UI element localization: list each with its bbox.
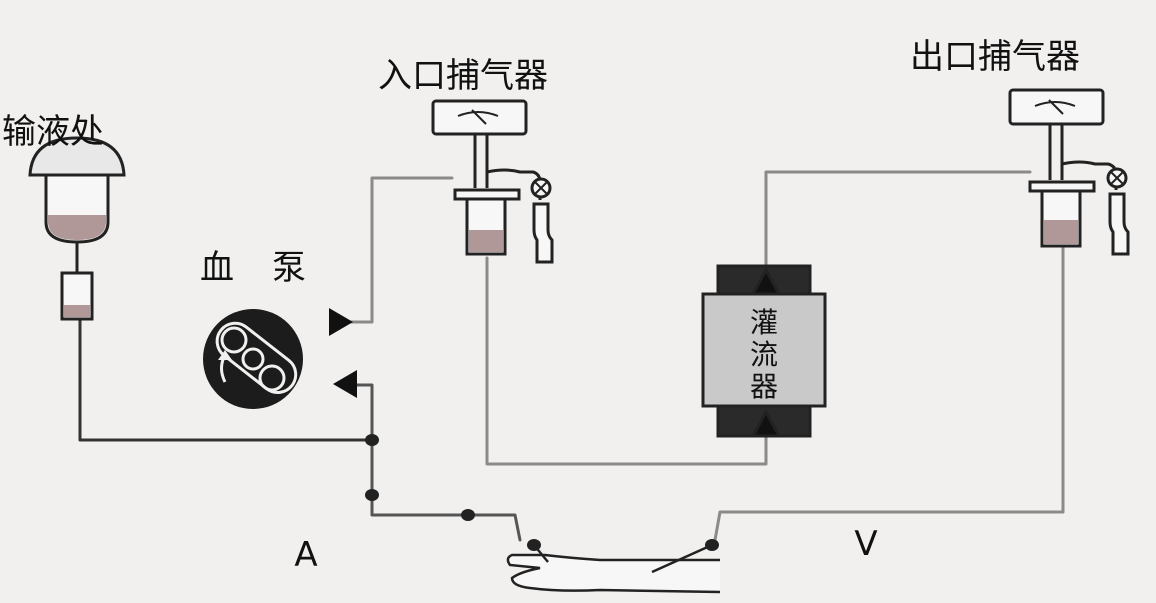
label-perfusion-3: 器 [750, 370, 778, 403]
perfusion-body [701, 292, 827, 408]
patient-arm [506, 543, 721, 594]
label-perfusion-1: 灌 [750, 306, 778, 339]
inlet-gauge-needle [471, 109, 487, 125]
label-blood-pump-1: 血 [200, 248, 234, 288]
label-outlet-trap: 出口捕气器 [910, 37, 1080, 77]
inlet-air-trap [431, 99, 554, 264]
label-venous: V [854, 524, 877, 564]
label-infusion: 输液处 [2, 112, 104, 152]
junction-dot-infusion [365, 434, 379, 446]
blood-pump [203, 308, 357, 409]
perfusion-top-arrow-icon [750, 266, 782, 296]
outlet-air-trap [1008, 88, 1130, 256]
junction-dots [365, 434, 719, 551]
pump-rotor [215, 321, 298, 394]
perfusion-to-outlet-trap-tube [764, 170, 1032, 270]
needle-venous [651, 543, 713, 574]
outlet-valve-cross [1110, 171, 1124, 185]
hand [506, 553, 721, 594]
inlet-trap-to-perfusion-tube [485, 256, 768, 466]
outlet-side-outlet [1108, 192, 1130, 256]
needle-arterial [533, 544, 549, 563]
infusion-tube [78, 318, 374, 442]
bottle-cap [28, 136, 126, 177]
pump-housing [203, 309, 303, 409]
perfusion-bottom-arrow-icon [750, 408, 782, 438]
drip-chamber-fluid [64, 305, 90, 317]
label-arterial: A [294, 535, 317, 575]
pump-inlet-arrow-icon [333, 370, 357, 398]
outlet-gauge-dial [1034, 101, 1076, 107]
inlet-valve-cross [534, 181, 548, 195]
label-blood-pump-2: 泵 [272, 248, 306, 288]
pump-rotation-arrow-icon [218, 350, 232, 360]
pump-to-inlet-trap-tube [343, 176, 454, 324]
pump-outlet-arrow-icon [329, 308, 353, 336]
inlet-trap-fluid [469, 230, 503, 252]
infusion-bottle [28, 136, 126, 321]
bottle-fluid [48, 215, 106, 240]
inlet-side-outlet [532, 202, 554, 264]
label-inlet-trap: 入口捕气器 [378, 56, 548, 96]
outlet-trap-fluid [1044, 220, 1078, 244]
label-perfusion-2: 流 [750, 338, 778, 371]
perfusion-device [701, 264, 827, 438]
junction-dot-clamp [461, 509, 475, 521]
inlet-gauge-dial [457, 111, 499, 117]
venous-tube [713, 246, 1065, 542]
labels: 输液处 血 泵 入口捕气器 出口捕气器 灌 流 器 A V [2, 37, 1080, 575]
tubing [78, 170, 1065, 542]
outlet-gauge-needle [1048, 99, 1064, 115]
junction-dot-arterial [365, 489, 379, 501]
arterial-tube [343, 383, 522, 542]
